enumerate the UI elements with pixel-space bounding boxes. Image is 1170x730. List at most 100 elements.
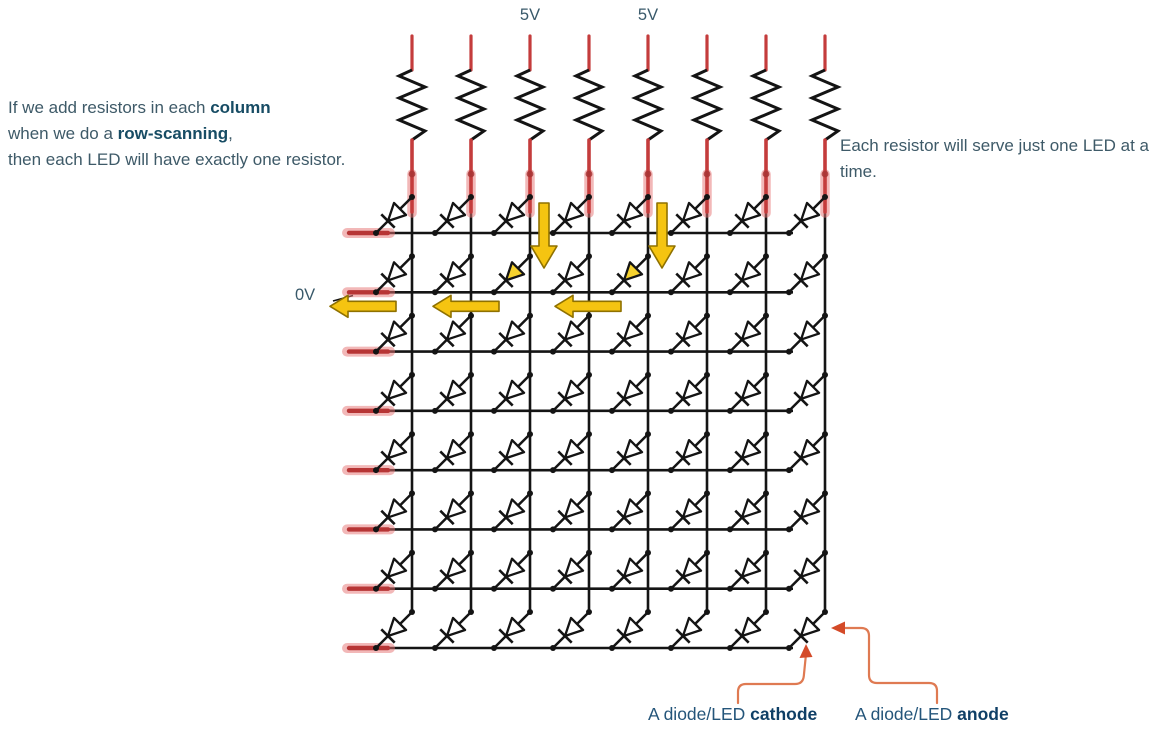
- junction-dot: [550, 230, 556, 236]
- led-triangle: [799, 261, 821, 282]
- junction-dot: [822, 312, 828, 319]
- current-arrow-left: [329, 294, 397, 319]
- led-triangle: [622, 261, 644, 282]
- led: [788, 611, 826, 649]
- junction-dot: [550, 407, 556, 414]
- led: [729, 255, 767, 294]
- led: [611, 433, 649, 472]
- led-cathode-bar: [439, 450, 455, 466]
- led-cathode-bar: [439, 391, 455, 407]
- junction-dot: [409, 490, 415, 497]
- led-triangle: [622, 438, 644, 460]
- led-cathode-bar: [380, 331, 396, 348]
- led-cathode-bar: [675, 628, 691, 644]
- led-triangle: [445, 320, 467, 341]
- led: [552, 492, 590, 531]
- junction-dot: [668, 645, 674, 651]
- junction-dot: [550, 289, 556, 296]
- supply-junction-dot: [526, 170, 534, 178]
- junction-dot: [763, 312, 769, 319]
- junction-dot: [550, 645, 556, 651]
- label-text: A diode/LED: [855, 704, 958, 724]
- led-triangle: [563, 379, 585, 401]
- led-triangle: [445, 557, 467, 578]
- left-note: If we add resistors in each column when …: [8, 95, 345, 173]
- led-cathode-bar: [498, 569, 514, 585]
- junction-dot: [822, 549, 828, 556]
- led: [375, 551, 413, 590]
- junction-dot: [409, 312, 415, 319]
- supply-junction-dot: [821, 170, 829, 178]
- junction-dot: [609, 585, 615, 592]
- resistor: [454, 68, 488, 142]
- junction-dot: [668, 585, 674, 592]
- led-cathode-bar: [734, 213, 750, 229]
- led: [552, 373, 590, 412]
- junction-dot: [645, 312, 651, 319]
- junction-dot: [704, 609, 710, 615]
- junction-dot: [586, 490, 592, 497]
- junction-dot: [586, 609, 592, 615]
- junction-dot: [432, 467, 438, 474]
- supply-junction-dot: [644, 170, 652, 178]
- led-triangle: [681, 616, 703, 638]
- current-arrow-left: [432, 294, 500, 319]
- led-cathode-bar: [380, 450, 396, 466]
- led-cathode-bar: [734, 569, 750, 585]
- led: [375, 255, 413, 294]
- led-triangle: [563, 261, 585, 282]
- led-triangle: [622, 557, 644, 578]
- led-cathode-bar: [616, 331, 632, 348]
- junction-dot: [704, 490, 710, 497]
- junction-dot: [491, 526, 497, 533]
- led-triangle: [740, 379, 762, 401]
- left-note-line-2: when we do a row-scanning,: [8, 121, 345, 147]
- led: [434, 611, 472, 649]
- junction-dot: [373, 407, 379, 414]
- junction-dot: [786, 467, 792, 474]
- junction-dot: [468, 431, 474, 438]
- junction-dot: [468, 371, 474, 378]
- junction-dot: [645, 549, 651, 556]
- led-cathode-bar: [557, 213, 573, 229]
- junction-dot: [704, 371, 710, 378]
- junction-dot: [727, 348, 733, 355]
- led-triangle: [799, 320, 821, 341]
- junction-dot: [727, 526, 733, 533]
- note-text-bold: column: [210, 98, 271, 117]
- current-arrow-down: [530, 202, 558, 269]
- junction-dot: [491, 645, 497, 651]
- led: [611, 611, 649, 649]
- note-text: time.: [840, 162, 877, 181]
- led-triangle: [681, 379, 703, 401]
- junction-dot: [704, 312, 710, 319]
- led-cathode-bar: [439, 331, 455, 348]
- led: [788, 492, 826, 531]
- led: [788, 373, 826, 412]
- led-triangle: [563, 557, 585, 578]
- led-cathode-bar: [380, 509, 396, 526]
- led-triangle: [563, 201, 585, 223]
- junction-dot: [527, 371, 533, 378]
- led-triangle: [622, 616, 644, 638]
- junction-dot: [668, 289, 674, 296]
- led-triangle: [445, 261, 467, 282]
- junction-dot: [373, 289, 379, 296]
- junction-dot: [822, 253, 828, 260]
- led: [493, 551, 531, 590]
- junction-dot: [409, 194, 415, 200]
- led-cathode-bar: [380, 213, 396, 229]
- junction-dot: [763, 194, 769, 200]
- junction-dot: [373, 467, 379, 474]
- supply-junction-dot: [762, 170, 770, 178]
- led-cathode-bar: [498, 391, 514, 407]
- junction-dot: [373, 526, 379, 533]
- resistor: [690, 68, 724, 142]
- led: [670, 433, 708, 472]
- led-cathode-bar: [557, 628, 573, 644]
- note-text-bold: row-scanning: [117, 124, 229, 143]
- led: [434, 255, 472, 294]
- junction-dot: [468, 609, 474, 615]
- junction-dot: [550, 526, 556, 533]
- led-cathode-bar: [616, 569, 632, 585]
